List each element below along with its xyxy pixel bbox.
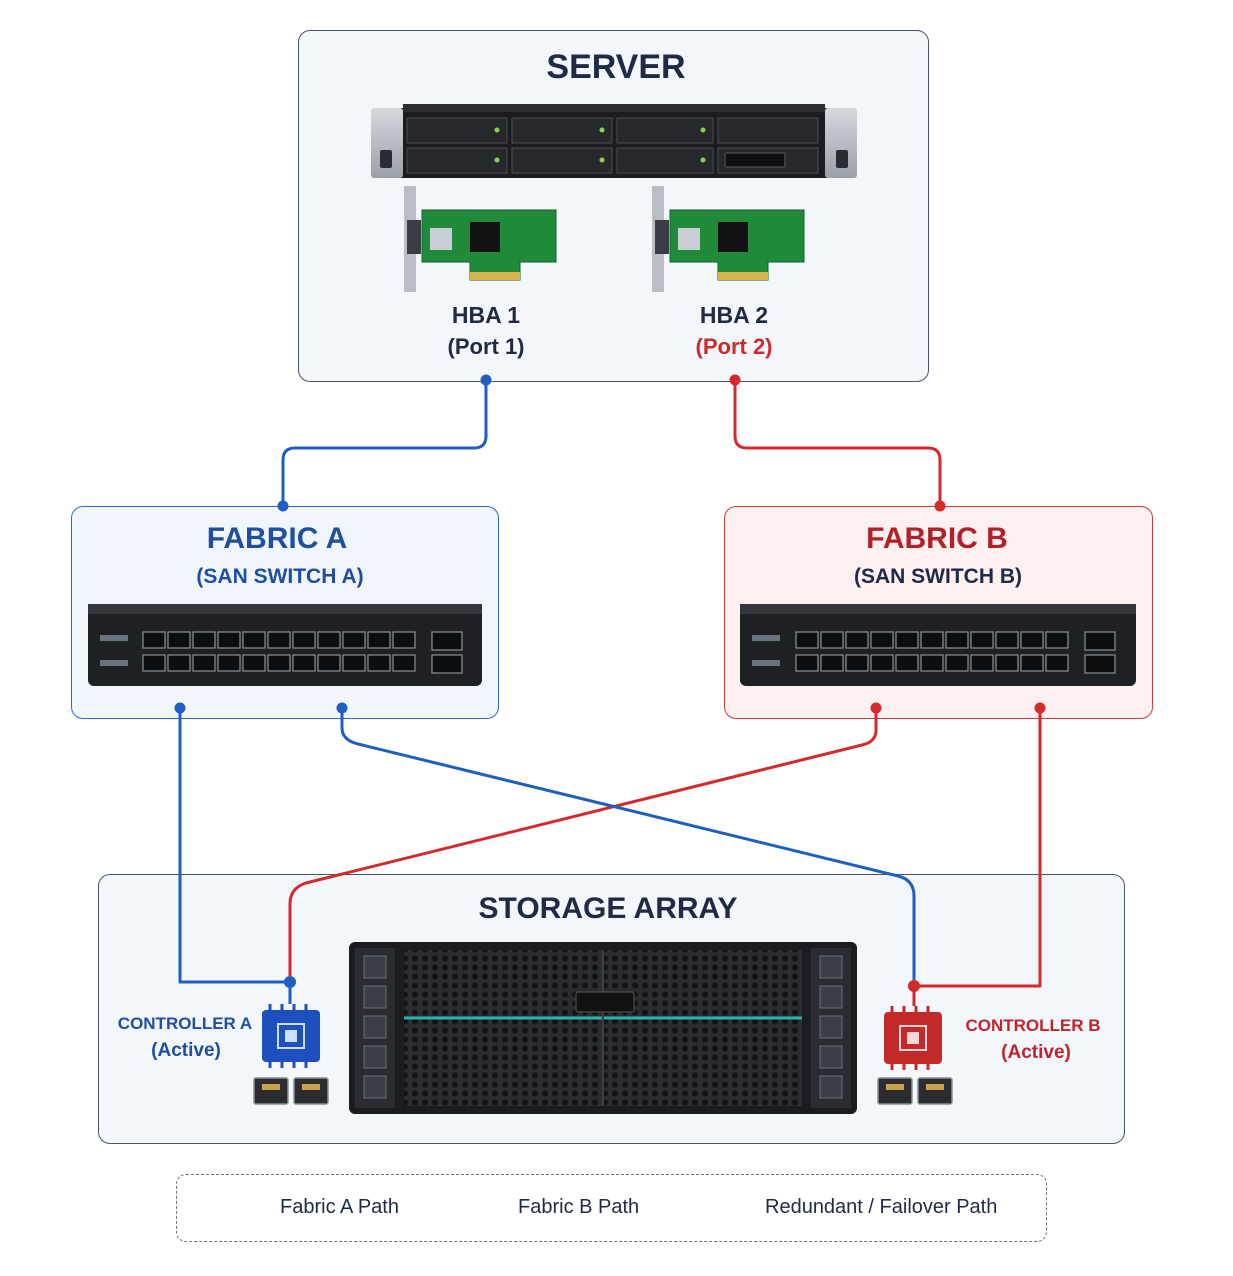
san-switch-b-icon: [740, 604, 1136, 686]
controller-b-label: CONTROLLER B: [965, 1016, 1101, 1035]
hba1-port: (Port 1): [447, 334, 525, 359]
fabric-b-subtitle: (SAN SWITCH B): [854, 565, 1022, 588]
hba2-port: (Port 2): [695, 334, 773, 359]
cable-fabric-b-controller-b: [914, 708, 1042, 988]
controller-a-label: CONTROLLER A: [117, 1014, 253, 1033]
server-title: SERVER: [546, 48, 686, 86]
legend-item-fabric-a: Fabric A Path: [280, 1196, 399, 1218]
legend-item-fabric-b: Fabric B Path: [518, 1196, 640, 1218]
server-chassis-icon: [371, 104, 857, 178]
fabric-a-title: FABRIC A: [206, 522, 348, 555]
fabric-b-title: FABRIC B: [866, 522, 1008, 555]
legend-item-failover: Redundant / Failover Path: [765, 1196, 998, 1218]
san-switch-a-icon: [88, 604, 482, 686]
hba1-label: HBA 1: [451, 302, 521, 328]
legend: [176, 1174, 1047, 1242]
server-panel: [298, 30, 929, 382]
cable-fabric-a-controller-a: [178, 708, 290, 984]
cable-fabric-b-controller-a: [288, 708, 878, 982]
fabric-a-subtitle: (SAN SWITCH A): [196, 565, 364, 588]
controller-b-chip-icon: [884, 1006, 942, 1070]
storage-array-title: STORAGE ARRAY: [478, 892, 738, 925]
cable-fabric-a-controller-b: [340, 708, 916, 986]
hba2-label: HBA 2: [699, 302, 769, 328]
hba-card-2-icon: [652, 186, 805, 292]
hba-card-1-icon: [404, 186, 557, 292]
controller-a-chip-icon: [262, 1004, 320, 1068]
storage-enclosure-icon: [349, 942, 857, 1114]
controller-b-status: (Active): [1001, 1042, 1071, 1063]
controller-a-status: (Active): [151, 1040, 221, 1061]
cable-hba1-fabric-a: [281, 380, 488, 506]
cable-hba2-fabric-b: [733, 380, 942, 506]
